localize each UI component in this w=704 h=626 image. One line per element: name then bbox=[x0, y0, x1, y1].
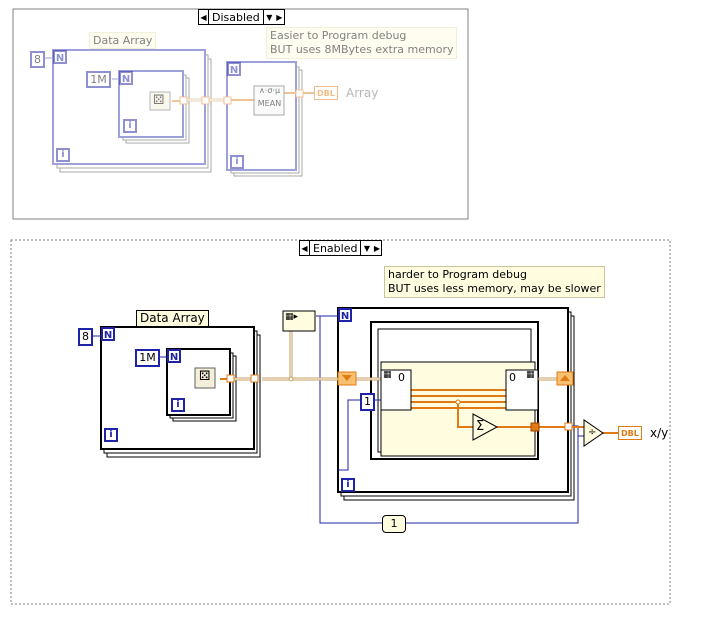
dice-icon[interactable]: ⚄ bbox=[153, 93, 165, 108]
bottom-data-array-label: Data Array bbox=[136, 310, 209, 327]
bottom-right-loop-count-terminal: N bbox=[338, 308, 352, 322]
decrement-arrow-icon[interactable]: ◀ bbox=[200, 12, 207, 22]
bottom-outer-loop-iteration-terminal: i bbox=[104, 428, 118, 442]
mean-label: MEAN bbox=[257, 99, 282, 108]
dice-icon[interactable]: ⚄ bbox=[199, 369, 211, 384]
comment-line: harder to Program debug bbox=[388, 268, 527, 281]
bottom-outer-count-constant[interactable]: 8 bbox=[78, 328, 93, 346]
bottom-inner-loop-iteration-terminal: i bbox=[171, 398, 185, 412]
enabled-case-selector[interactable]: ◀ Enabled ▼ ▶ bbox=[299, 240, 383, 256]
mean-glyph-icon: ∧·σ·μ bbox=[258, 86, 281, 95]
index-array-icon[interactable]: ▦ bbox=[383, 370, 392, 380]
top-indicator-label: Array bbox=[346, 86, 379, 100]
increment-arrow-icon[interactable]: ▶ bbox=[373, 243, 381, 253]
divide-icon[interactable]: ÷ bbox=[588, 427, 597, 438]
bottom-outer-loop-count-terminal: N bbox=[101, 327, 115, 341]
top-mean-loop-count-terminal: N bbox=[227, 62, 241, 76]
sum-icon[interactable]: Σ bbox=[476, 419, 485, 434]
case-selector-label: Disabled bbox=[208, 10, 264, 24]
bottom-indicator-label: x/y bbox=[650, 426, 669, 440]
top-outer-loop-iteration-terminal: i bbox=[56, 148, 70, 162]
chevron-down-icon[interactable]: ▼ bbox=[363, 243, 371, 253]
left-index-label: 0 bbox=[398, 371, 405, 384]
bottom-comment: harder to Program debug BUT uses less me… bbox=[384, 266, 605, 298]
chevron-down-icon[interactable]: ▼ bbox=[266, 12, 273, 22]
top-comment: Easier to Program debug BUT uses 8MBytes… bbox=[266, 27, 458, 59]
case-selector-label: Enabled bbox=[309, 241, 362, 255]
top-inner-loop-count-terminal: N bbox=[119, 71, 133, 85]
bottom-index-constant[interactable]: 1 bbox=[360, 393, 375, 411]
disabled-case-selector[interactable]: ◀ Disabled ▼ ▶ bbox=[198, 9, 285, 25]
top-mean-loop-iteration-terminal: i bbox=[230, 155, 244, 169]
increment-arrow-icon[interactable]: ▶ bbox=[276, 12, 283, 22]
mean-function-icon[interactable]: ∧·σ·μ MEAN bbox=[256, 86, 283, 108]
comment-line: BUT uses less memory, may be slower bbox=[388, 282, 601, 295]
top-inner-loop-iteration-terminal: i bbox=[123, 119, 137, 133]
replace-array-icon[interactable]: ▦ bbox=[526, 370, 535, 380]
bottom-result-indicator[interactable]: DBL bbox=[618, 426, 642, 440]
bottom-right-loop-iteration-terminal: i bbox=[341, 478, 355, 492]
array-size-icon[interactable]: ▦▸ bbox=[285, 312, 299, 322]
top-data-array-label: Data Array bbox=[89, 32, 157, 49]
top-array-indicator[interactable]: DBL bbox=[314, 86, 338, 100]
top-outer-loop-count-terminal: N bbox=[53, 50, 67, 64]
bottom-inner-loop-count-terminal: N bbox=[167, 349, 181, 363]
comment-line: BUT uses 8MBytes extra memory bbox=[270, 43, 454, 56]
top-inner-count-constant[interactable]: 1M bbox=[86, 71, 111, 88]
shift-register-constant[interactable]: 1 bbox=[382, 515, 406, 533]
top-outer-count-constant[interactable]: 8 bbox=[30, 51, 45, 68]
decrement-arrow-icon[interactable]: ◀ bbox=[301, 243, 308, 253]
bottom-inner-count-constant[interactable]: 1M bbox=[135, 349, 160, 367]
right-index-label: 0 bbox=[509, 371, 516, 384]
comment-line: Easier to Program debug bbox=[270, 29, 407, 42]
